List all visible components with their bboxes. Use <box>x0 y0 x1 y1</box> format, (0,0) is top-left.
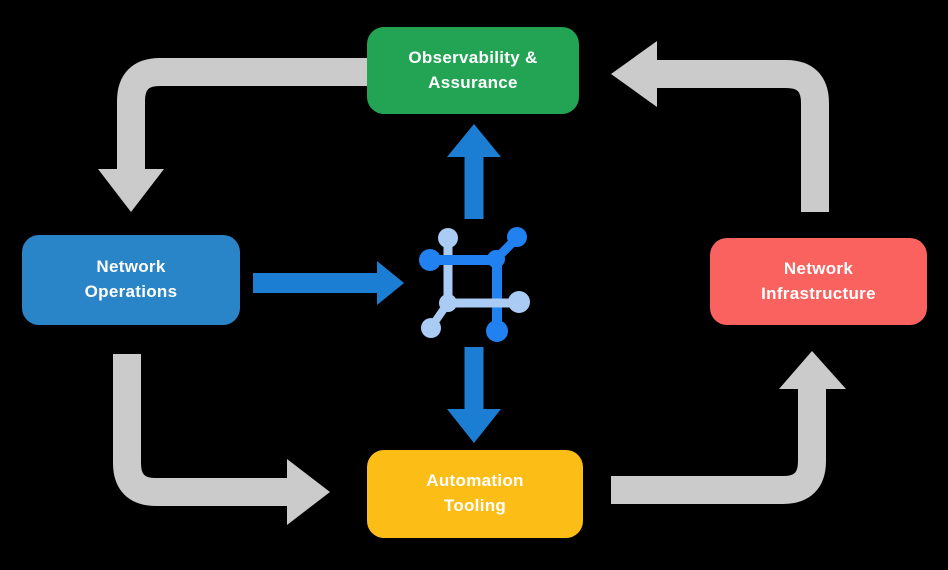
node-label-line1: Network <box>783 258 854 278</box>
network-automation-icon <box>419 227 530 342</box>
arrow-icon-to-automation <box>447 347 501 443</box>
node-label-line2: Infrastructure <box>761 283 876 303</box>
node-label-line1: Observability & <box>408 47 538 67</box>
arrowhead-up <box>779 351 846 389</box>
icon-node <box>486 320 508 342</box>
arrowhead-up <box>447 124 501 157</box>
arrowhead-right <box>287 459 330 525</box>
node-label-line1: Network <box>96 257 166 277</box>
arrow-observability-to-operations <box>98 58 367 212</box>
icon-node <box>421 318 441 338</box>
arrow-automation-to-infrastructure <box>611 351 846 504</box>
arrow-operations-to-automation <box>113 354 330 525</box>
node-observability-assurance: Observability & Assurance <box>367 27 579 114</box>
arrow-infrastructure-to-observability <box>611 41 829 212</box>
node-label-line2: Assurance <box>428 72 518 92</box>
arrowhead-down <box>447 409 501 443</box>
node-network-infrastructure: Network Infrastructure <box>710 238 927 325</box>
arrowhead-down <box>98 169 164 212</box>
node-label-line1: Automation <box>426 471 524 491</box>
node-label-line2: Operations <box>84 282 178 301</box>
arrow-operations-to-icon <box>253 261 404 305</box>
arrowhead-left <box>611 41 657 107</box>
icon-node <box>508 291 530 313</box>
arrow-icon-to-observability <box>447 124 501 219</box>
arrowhead-right <box>377 261 404 305</box>
node-automation-tooling: Automation Tooling <box>367 450 583 538</box>
node-network-operations: Network Operations <box>22 235 240 325</box>
icon-node <box>438 228 458 248</box>
icon-node <box>507 227 527 247</box>
icon-node <box>419 249 441 271</box>
node-label-line2: Tooling <box>443 496 507 515</box>
